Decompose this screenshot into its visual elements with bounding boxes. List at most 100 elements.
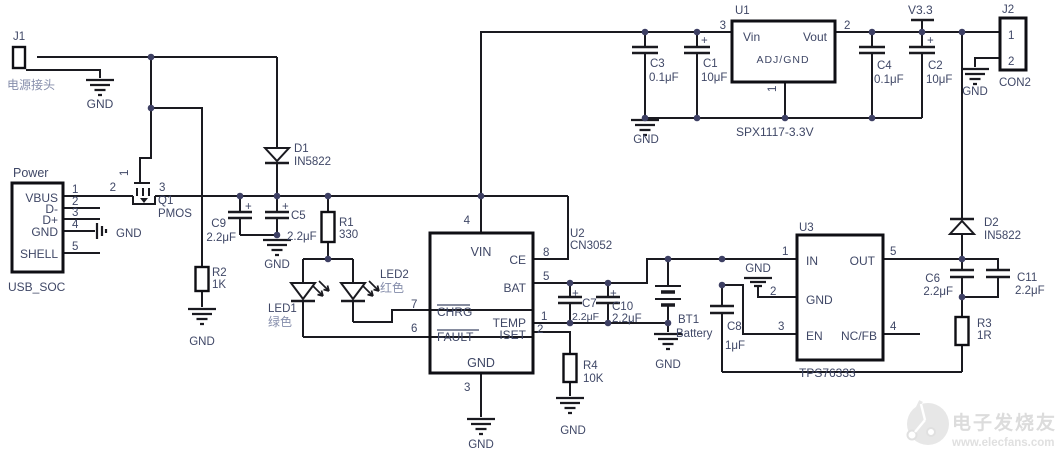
diode-d1-symbol (262, 147, 292, 165)
wire-vout-rail (835, 21, 1000, 118)
wire-vin-rail (63, 31, 732, 260)
ic-u1-body (730, 19, 837, 84)
u1-pin-vout: Vout (803, 30, 828, 44)
u2-num-vin: 4 (464, 215, 471, 227)
u2-num-gnd: 3 (464, 382, 470, 394)
u3-ref: U3 (799, 222, 814, 234)
c9-plus: + (245, 201, 252, 213)
usb-title: Power (13, 166, 48, 180)
c1-value: 10μF (701, 72, 727, 84)
bt1-gnd-label: GND (655, 359, 681, 371)
c1-plus: + (701, 35, 708, 47)
usb-pin-gnd: GND (31, 225, 58, 239)
u3-num-gnd: 2 (770, 286, 776, 298)
u2-pin-gnd: GND (467, 356, 495, 370)
c7-value: 2.2μF (572, 311, 599, 323)
wire-u1-caps (644, 32, 922, 119)
u3-num-en: 3 (778, 321, 784, 333)
q1-type: PMOS (158, 208, 192, 220)
connector-usb-body (10, 181, 65, 274)
u2-num-fault: 6 (411, 323, 417, 335)
c3-value: 0.1μF (649, 72, 679, 84)
u2-num-ce: 8 (543, 247, 549, 259)
c5-gnd-label: GND (264, 259, 290, 271)
pmos-q1-symbol (132, 182, 156, 205)
usb-pin-dplus: D+ (42, 213, 58, 227)
u2-num-iset: 2 (537, 324, 543, 336)
c5-ref: C5 (291, 210, 306, 222)
usb-name: USB_SOC (8, 280, 66, 294)
u2-gnd-label: GND (468, 439, 494, 451)
c11-value: 2.2μF (1015, 285, 1045, 297)
c10-ref: C10 (612, 301, 633, 313)
resistor-r3 (954, 315, 970, 347)
u1-num-vin: 3 (720, 20, 726, 32)
usb-gnd-label: GND (116, 228, 142, 240)
u1-pin-vin: Vin (743, 30, 760, 44)
u3-pin-en: EN (806, 329, 823, 343)
led2-color: 红色 (380, 280, 404, 295)
d1-ref: D1 (294, 143, 309, 155)
wire-u3-out-net (722, 258, 999, 373)
u2-ref: U2 (570, 228, 585, 240)
c9-value: 2.2μF (206, 232, 236, 244)
c1-ref: C1 (703, 58, 718, 70)
u3-num-in: 1 (782, 246, 788, 258)
q1-pin3-num: 3 (159, 182, 165, 194)
u2-num-chrg: 7 (411, 299, 417, 311)
c8-ref: C8 (727, 321, 742, 333)
c3-ref: C3 (650, 58, 665, 70)
u2-pin-bat: BAT (504, 281, 527, 295)
r4-ref: R4 (583, 360, 598, 372)
u3-pin-out: OUT (850, 254, 876, 268)
diode-d2-symbol (947, 217, 977, 235)
u2-pin-vin: VIN (471, 245, 492, 259)
usb-pin-num-3: 3 (72, 207, 78, 219)
usb-pin-vbus: VBUS (25, 191, 58, 205)
u2-num-temp: 1 (541, 311, 547, 323)
usb-pin-num-1: 1 (72, 184, 78, 196)
watermark-url: www.elecfans.com (951, 437, 1054, 449)
wire-u3-in-en-net (533, 258, 920, 372)
d2-part: IN5822 (984, 230, 1021, 242)
gnd-symbol-u3 (744, 276, 772, 288)
u3-num-ncfb: 4 (890, 321, 897, 333)
wire-q1-gate-net (139, 57, 203, 307)
r3-ref: R3 (977, 318, 992, 330)
battery-symbol (655, 285, 681, 307)
r1-value: 330 (339, 229, 358, 241)
u3-pin-gnd: GND (806, 293, 833, 307)
j2-pin2-num: 2 (1008, 56, 1014, 68)
u1-part: SPX1117-3.3V (736, 125, 814, 139)
resistor-r2 (194, 265, 210, 293)
u3-gnd-label: GND (745, 263, 771, 275)
wire-usb-pins (63, 207, 100, 254)
u3-pin-in: IN (806, 254, 818, 268)
c2-plus: + (927, 35, 934, 47)
j2-name: CON2 (999, 77, 1031, 89)
u2-pin-temp: TEMP (493, 316, 526, 330)
bt1-name: Battery (676, 328, 713, 340)
usb-pin-num-2: 2 (72, 196, 78, 208)
r3-value: 1R (977, 330, 992, 342)
led1-ref: LED1 (268, 303, 297, 315)
u2-part: CN3052 (570, 240, 612, 252)
c7-ref: C7 (582, 298, 597, 310)
u2-num-bat: 5 (543, 271, 549, 283)
wire-j1-input-net (26, 56, 278, 196)
d1-part: IN5822 (294, 156, 331, 168)
j1-desc: 电源接头 (7, 77, 55, 92)
c9-ref: C9 (211, 218, 226, 230)
u2-pin-fault: FAULT (437, 330, 474, 344)
ic-u3-body (795, 233, 885, 362)
u2-pin-ce: CE (509, 253, 526, 267)
capacitor-plates (228, 45, 1010, 315)
u2-pin-chrg: CHRG (437, 305, 472, 319)
c2-ref: C2 (928, 60, 943, 72)
c6-value: 2.2μF (923, 286, 953, 298)
u2-pin-iset: ISET (499, 328, 526, 342)
led1-color: 绿色 (268, 314, 292, 329)
